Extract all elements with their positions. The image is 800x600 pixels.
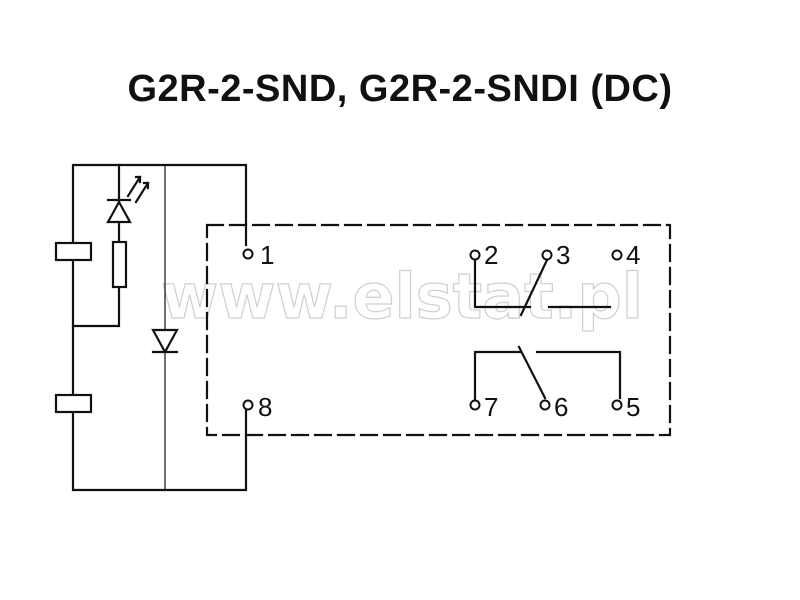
resistor	[111, 240, 128, 289]
pin-label-6: 6	[554, 392, 568, 422]
pin-label-3: 3	[556, 240, 570, 270]
terminal-6	[539, 399, 551, 411]
terminal-3	[541, 249, 553, 261]
diode-icon	[151, 328, 179, 355]
pin-label-2: 2	[484, 240, 498, 270]
led-diode	[106, 198, 132, 224]
lower-switch-wires	[473, 350, 622, 407]
coil-circuit-wire	[71, 163, 248, 492]
pin-label-8: 8	[258, 392, 272, 422]
terminal-5	[611, 399, 623, 411]
pin-label-7: 7	[484, 392, 498, 422]
terminal-4	[611, 249, 623, 261]
relay-housing	[205, 223, 672, 437]
pin-label-5: 5	[626, 392, 640, 422]
terminal-7	[469, 399, 481, 411]
pin-label-1: 1	[260, 240, 274, 270]
diagram-title: G2R-2-SND, G2R-2-SNDI (DC)	[127, 68, 673, 110]
coil-upper	[54, 241, 93, 262]
upper-switch-wires	[473, 258, 612, 309]
upper-switch-blade	[519, 258, 549, 317]
lower-switch-blade	[517, 345, 547, 400]
terminal-2	[469, 249, 481, 261]
terminal-1	[242, 248, 254, 260]
watermark: www.elstat.pl	[161, 260, 643, 333]
coil-lower	[54, 393, 93, 414]
terminal-8	[242, 399, 254, 411]
light-arrows-icon	[126, 175, 150, 204]
pin-label-4: 4	[626, 240, 640, 270]
